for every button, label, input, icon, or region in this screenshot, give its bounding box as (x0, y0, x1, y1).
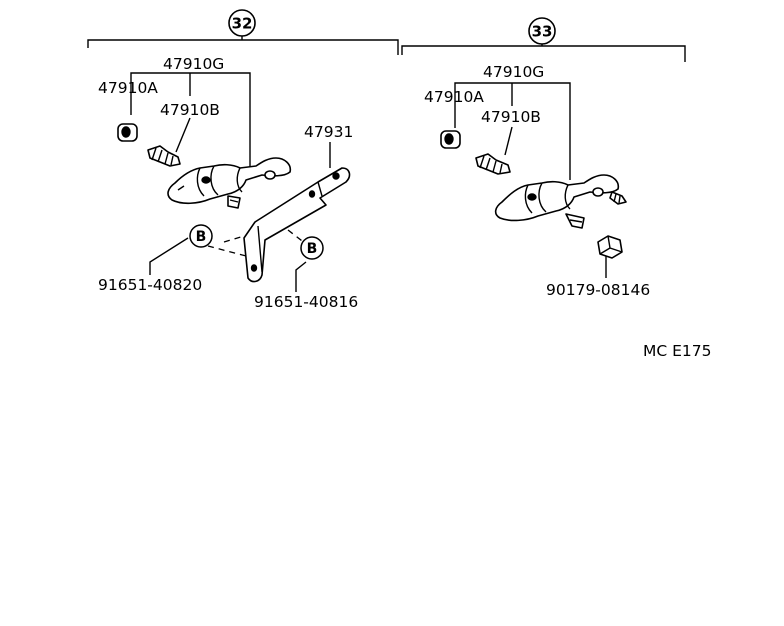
callout-b-left: B (189, 224, 213, 248)
g32-bolt-paths (207, 229, 307, 257)
g33-bleeder-screw (475, 153, 511, 175)
group-32-number-badge: 32 (228, 9, 256, 37)
g32-bolt-1-label: 91651-40820 (98, 276, 202, 294)
group-33-number: 33 (532, 23, 553, 41)
group-32-number: 32 (232, 15, 253, 33)
g33-leader-lines (454, 82, 607, 278)
group-33-number-badge: 33 (528, 17, 556, 45)
g32-part-a-label: 47910A (98, 79, 158, 97)
g32-part-b-label: 47910B (160, 101, 220, 119)
g32-bracket-label: 47931 (304, 123, 353, 141)
callout-b-right: B (300, 236, 324, 260)
g33-nut-part (597, 235, 623, 259)
group-33-bracket (401, 44, 686, 62)
g32-mounting-bracket (243, 167, 351, 283)
g33-kit-label: 47910G (483, 63, 544, 81)
g33-release-cylinder (494, 174, 627, 229)
g33-nut-label: 90179-08146 (546, 281, 650, 299)
g33-part-a-label: 47910A (424, 88, 484, 106)
g32-bolt-2-label: 91651-40816 (254, 293, 358, 311)
g32-bleeder-screw (147, 145, 181, 167)
callout-b-right-letter: B (307, 241, 318, 257)
g32-kit-label: 47910G (163, 55, 224, 73)
figure-code: MC E175 (643, 342, 712, 360)
g33-cap-part (440, 130, 461, 149)
g33-part-b-label: 47910B (481, 108, 541, 126)
group-32-bracket (87, 36, 399, 55)
callout-b-left-letter: B (196, 229, 207, 245)
g32-leader-lines (130, 72, 331, 292)
g32-cap-part (117, 123, 138, 142)
g32-release-cylinder (167, 157, 292, 209)
